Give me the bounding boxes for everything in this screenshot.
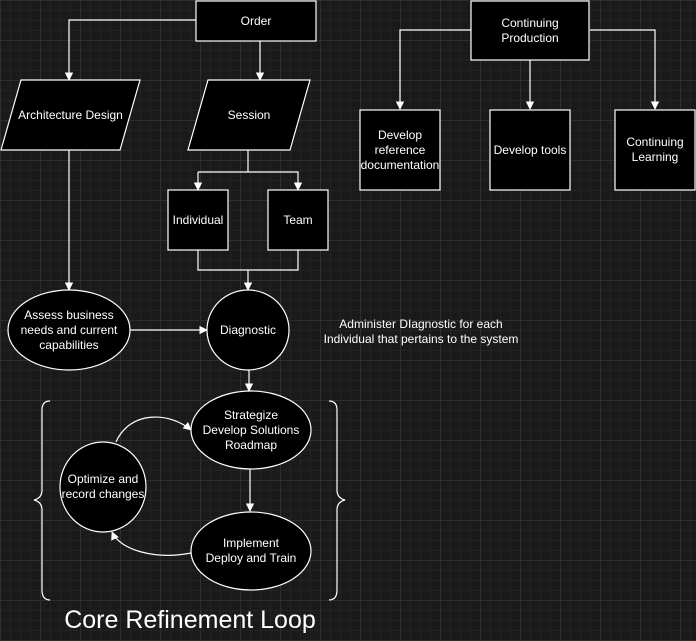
order-label: Order: [240, 13, 272, 28]
edge-optimize-to-strategize: [115, 416, 192, 443]
team-label: Team: [283, 212, 313, 227]
develop-reference-documentation-label: Develop reference documentation: [360, 127, 440, 172]
edge-order-to-architecture: [64, 19, 196, 81]
edge-production-to-reference: [395, 29, 471, 110]
session-parallelogram: [187, 79, 311, 151]
strategize-label: Strategize Develop Solutions Roadmap: [202, 407, 300, 452]
architecture-design-parallelogram: [0, 79, 141, 151]
right-brace: [328, 400, 346, 601]
core-refinement-loop-title: Core Refinement Loop: [64, 606, 316, 634]
team-box: [267, 189, 329, 251]
develop-reference-documentation-box: [359, 109, 441, 191]
edge-implement-to-optimize: [111, 531, 192, 556]
assess-business-needs-ellipse: [7, 289, 131, 371]
diagnostic-label: Diagnostic: [219, 322, 277, 337]
order-box: [195, 0, 317, 42]
assess-business-needs-label: Assess business needs and current capabi…: [20, 307, 118, 352]
session-label: Session: [227, 107, 271, 122]
individual-box: [167, 189, 229, 251]
diagnostic-annotation: Administer DIagnostic for each Individua…: [323, 317, 519, 346]
implement-ellipse: [190, 511, 312, 591]
implement-label: Implement Deploy and Train: [205, 536, 297, 565]
diagnostic-ellipse: [206, 289, 290, 371]
optimize-ellipse: [59, 441, 147, 533]
edge-split-to-team: [198, 171, 303, 191]
edge-production-to-learning: [590, 29, 660, 110]
architecture-design-label: Architecture Design: [18, 107, 123, 122]
develop-tools-label: Develop tools: [493, 142, 567, 157]
continuing-production-box: [470, 0, 590, 61]
strategize-ellipse: [190, 390, 312, 470]
left-brace: [33, 400, 51, 601]
continuing-production-label: Continuing Production: [501, 15, 559, 45]
individual-label: Individual: [172, 212, 224, 227]
continuing-learning-box: [614, 109, 696, 191]
continuing-learning-label: Continuing Learning: [626, 135, 684, 164]
develop-tools-box: [489, 109, 571, 191]
edge-groups-to-diagnostic: [197, 250, 299, 290]
optimize-label: Optimize and record changes: [61, 472, 145, 501]
